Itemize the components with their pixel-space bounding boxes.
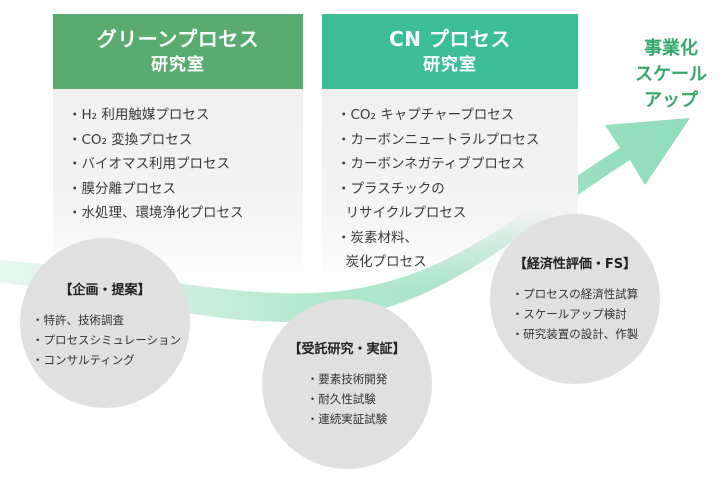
list-item: スケールアップ検討 [512, 304, 639, 324]
scale-up-label: 事業化 スケール アップ [621, 36, 721, 114]
stage-title: 【企画・提案】 [59, 283, 151, 298]
list-item: プラスチックの [337, 177, 578, 202]
list-item: プロセスシミュレーション [32, 330, 190, 350]
stage-item-list: 特許、技術調査 プロセスシミュレーション コンサルティング [32, 310, 190, 370]
stage-title: 【経済性評価・FS】 [513, 257, 637, 272]
lab-subtitle: 研究室 [151, 55, 205, 75]
lab-item-list: CO₂ キャプチャープロセス カーボンニュートラルプロセス カーボンネガティブプ… [337, 103, 578, 275]
arrow-body [0, 118, 690, 322]
list-item: プロセスの経済性試算 [512, 284, 638, 304]
lab-subtitle: 研究室 [423, 55, 477, 75]
lab-item-list: H₂ 利用触媒プロセス CO₂ 変換プロセス バイオマス利用プロセス 膜分離プロ… [68, 103, 303, 226]
lab-header: CN プロセス 研究室 [322, 14, 578, 89]
list-item: リサイクルプロセス [337, 205, 467, 221]
list-item: H₂ 利用触媒プロセス [68, 103, 303, 128]
stage-item-list: プロセスの経済性試算 スケールアップ検討 研究装置の設計、作製 [512, 284, 639, 344]
list-item: 要素技術開発 [307, 369, 387, 389]
stage-item-list: 要素技術開発 耐久性試験 連続実証試験 [307, 369, 388, 429]
list-item: 膜分離プロセス [68, 177, 303, 202]
list-item: 研究装置の設計、作製 [512, 324, 638, 344]
stage-planning-circle: 【企画・提案】 特許、技術調査 プロセスシミュレーション コンサルティング [20, 238, 190, 408]
list-item: コンサルティング [32, 350, 190, 370]
stage-contract-research-circle: 【受託研究・実証】 要素技術開発 耐久性試験 連続実証試験 [262, 299, 432, 469]
lab-title: グリーンプロセス [96, 27, 260, 51]
list-item: カーボンニュートラルプロセス [337, 128, 578, 153]
list-item: CO₂ キャプチャープロセス [337, 103, 578, 128]
scale-up-line: アップ [644, 90, 698, 111]
list-item: 耐久性試験 [307, 389, 388, 409]
list-item: 水処理、環境浄化プロセス [68, 201, 303, 226]
list-item: カーボンネガティブプロセス [337, 152, 578, 177]
scale-up-line: スケール [635, 64, 707, 85]
lab-title: CN プロセス [389, 27, 511, 51]
list-item: CO₂ 変換プロセス [68, 128, 303, 153]
list-item: バイオマス利用プロセス [68, 152, 303, 177]
scale-up-line: 事業化 [644, 38, 698, 59]
list-item: 連続実証試験 [307, 409, 387, 429]
lab-header: グリーンプロセス 研究室 [53, 14, 303, 89]
list-item: 炭化プロセス [337, 254, 427, 270]
stage-title: 【受託研究・実証】 [288, 342, 406, 357]
list-item: 特許、技術調査 [32, 310, 190, 330]
list-item: 炭素材料、 [337, 226, 578, 251]
stage-economic-evaluation-circle: 【経済性評価・FS】 プロセスの経済性試算 スケールアップ検討 研究装置の設計、… [490, 214, 660, 384]
